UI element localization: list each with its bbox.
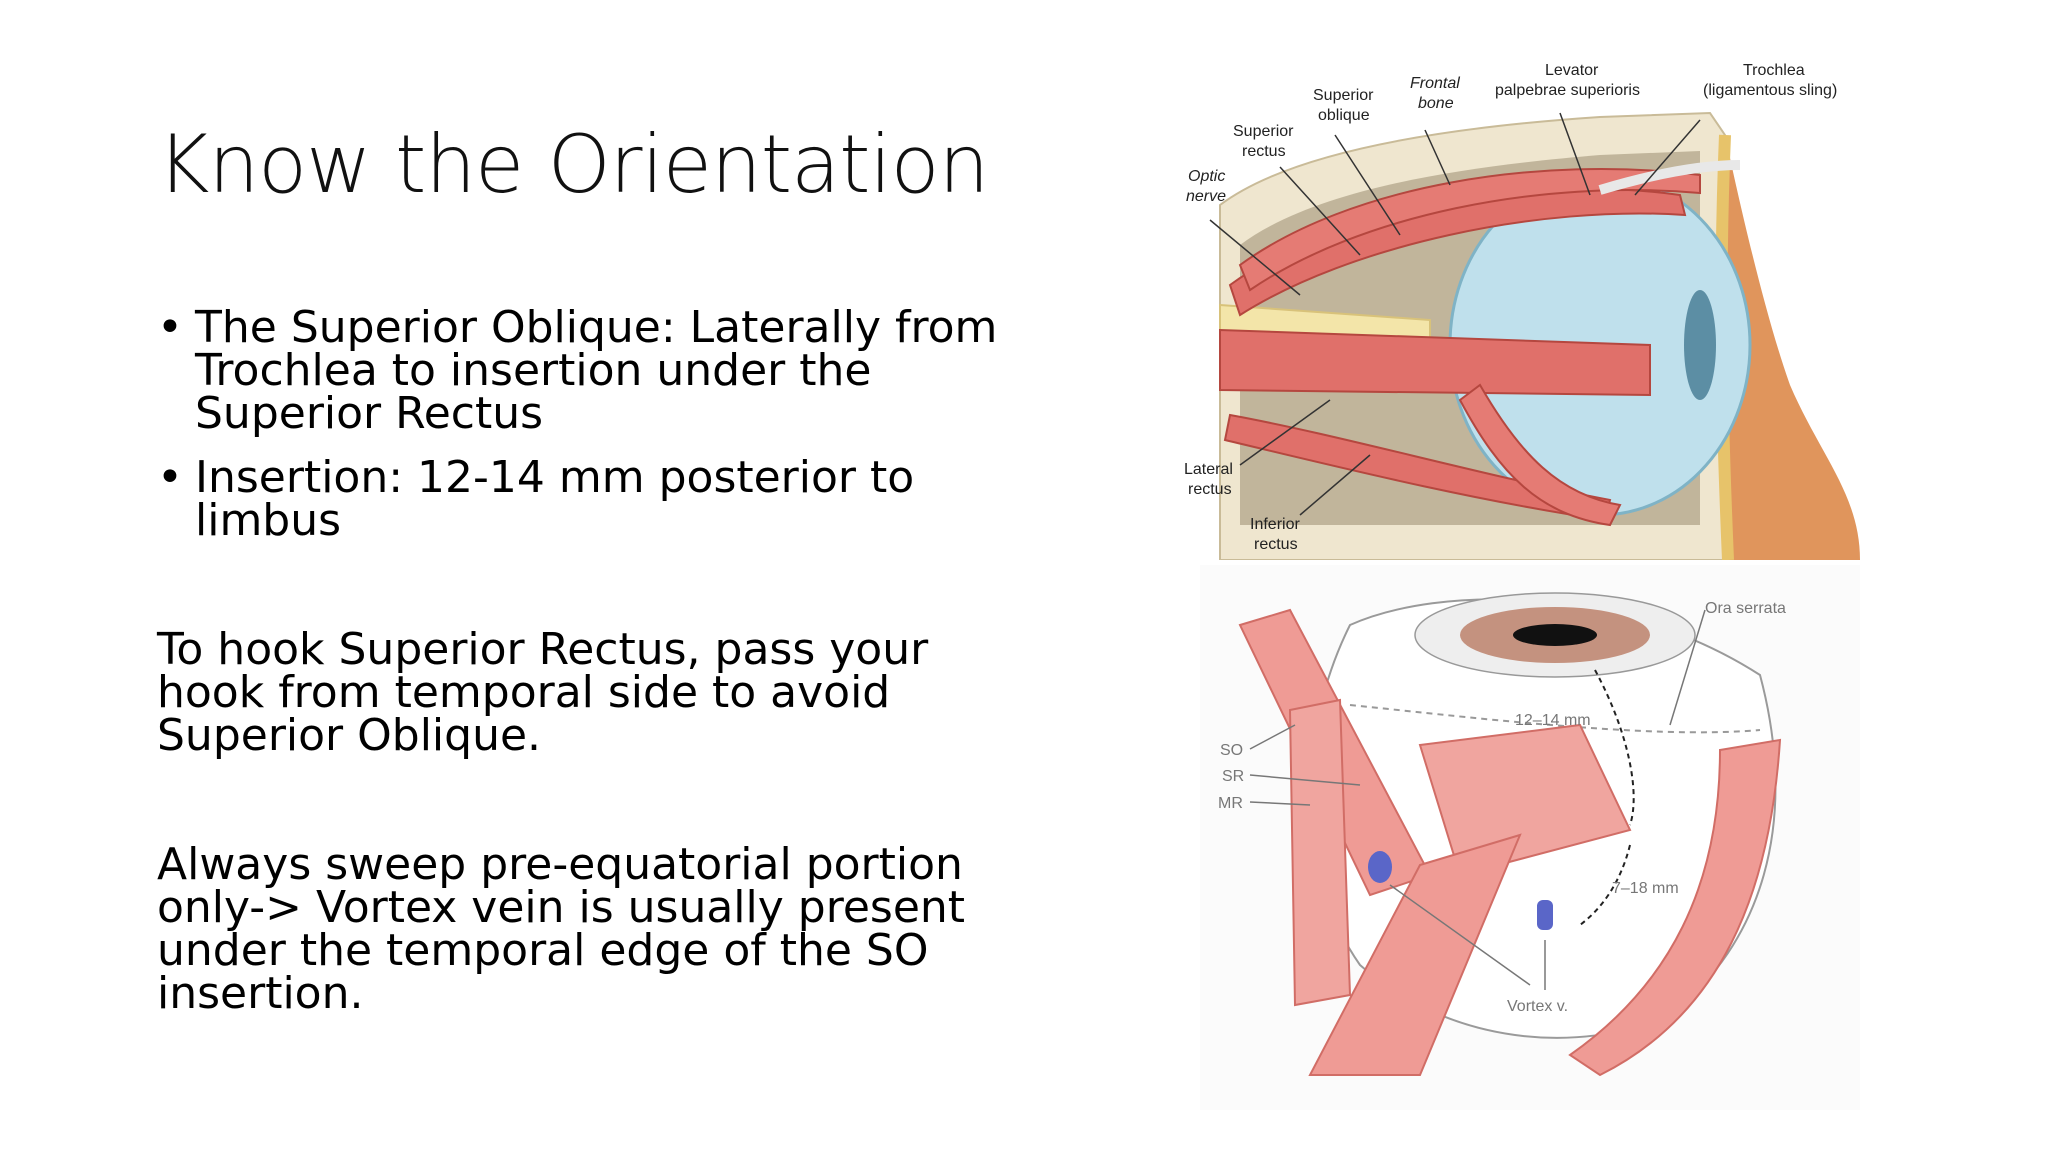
label-so: SO bbox=[1220, 742, 1243, 759]
paragraph-hook-sr: To hook Superior Rectus, pass your hook … bbox=[157, 624, 929, 761]
label-lateral-rectus-2: rectus bbox=[1188, 481, 1232, 498]
label-levator-1: Levator bbox=[1545, 62, 1599, 79]
bullet-text: The Superior Oblique: Laterally from Tro… bbox=[195, 302, 998, 439]
label-vortex-vein: Vortex v. bbox=[1507, 998, 1568, 1015]
label-7-18mm: 7–18 mm bbox=[1612, 880, 1679, 897]
label-frontal-bone-2: bone bbox=[1418, 95, 1454, 112]
bullet-text: Insertion: 12-14 mm posterior to limbus bbox=[195, 452, 915, 546]
label-optic-nerve-2: nerve bbox=[1186, 188, 1226, 205]
label-superior-oblique-2: oblique bbox=[1318, 107, 1370, 124]
label-mr: MR bbox=[1218, 795, 1243, 812]
label-inferior-rectus-1: Inferior bbox=[1250, 516, 1300, 533]
label-trochlea-2: (ligamentous sling) bbox=[1703, 82, 1837, 99]
label-12-14mm: 12–14 mm bbox=[1515, 712, 1591, 729]
bullet-item: •The Superior Oblique: Laterally from Tr… bbox=[157, 302, 1017, 436]
label-optic-nerve-1: Optic bbox=[1188, 168, 1225, 185]
label-ora-serrata: Ora serrata bbox=[1705, 600, 1786, 617]
orbit-lateral-illustration: Optic nerve Superior rectus Superior obl… bbox=[1184, 62, 1860, 560]
label-lateral-rectus-1: Lateral bbox=[1184, 461, 1233, 478]
label-superior-oblique-1: Superior bbox=[1313, 87, 1374, 104]
bullet-list: •The Superior Oblique: Laterally from Tr… bbox=[157, 306, 1017, 563]
bullet-dot: • bbox=[157, 302, 183, 353]
label-levator-2: palpebrae superioris bbox=[1495, 82, 1640, 99]
slide-title: Know the Orientation bbox=[157, 118, 989, 211]
label-frontal-bone-1: Frontal bbox=[1410, 75, 1460, 92]
orbit-lateral-figure: Optic nerve Superior rectus Superior obl… bbox=[1180, 55, 1860, 560]
paragraph-sweep: Always sweep pre-equatorial portion only… bbox=[157, 839, 966, 1019]
label-inferior-rectus-2: rectus bbox=[1254, 536, 1298, 553]
globe-superior-figure: Ora serrata SO SR MR 12–14 mm 7–18 mm Vo… bbox=[1200, 565, 1860, 1110]
globe-superior-illustration: Ora serrata SO SR MR 12–14 mm 7–18 mm Vo… bbox=[1200, 565, 1860, 1110]
label-trochlea-1: Trochlea bbox=[1743, 62, 1805, 79]
label-superior-rectus-1: Superior bbox=[1233, 123, 1294, 140]
label-superior-rectus-2: rectus bbox=[1242, 143, 1286, 160]
label-sr: SR bbox=[1222, 768, 1244, 785]
bullet-dot: • bbox=[157, 452, 183, 503]
bullet-item: •Insertion: 12-14 mm posterior to limbus bbox=[157, 452, 1017, 543]
